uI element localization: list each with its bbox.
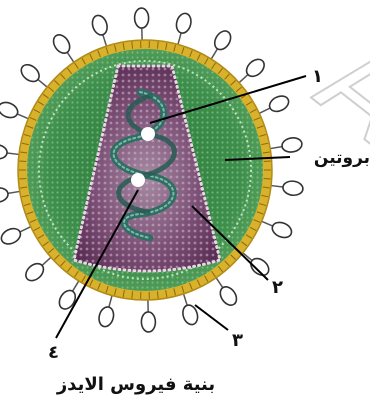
watermark-letter: A bbox=[292, 10, 370, 170]
spike-head bbox=[0, 187, 9, 204]
spike-stem bbox=[178, 33, 181, 45]
spike-stem bbox=[271, 186, 283, 187]
spike-stem bbox=[67, 52, 74, 62]
spike-stem bbox=[17, 114, 28, 119]
spike-stem bbox=[262, 221, 273, 226]
spike-stem bbox=[184, 294, 188, 305]
spike-stem bbox=[38, 79, 47, 87]
spike-stem bbox=[8, 191, 20, 193]
spike-head bbox=[0, 100, 20, 121]
spike-head bbox=[134, 8, 148, 28]
reverse-transcriptase-lower bbox=[131, 173, 145, 187]
spike-head bbox=[217, 284, 240, 308]
spike-stem bbox=[270, 147, 282, 149]
spike-stem bbox=[239, 75, 248, 83]
diagram-caption: بنية فيروس الايدز bbox=[56, 374, 215, 395]
spike-head bbox=[141, 312, 155, 332]
spike-head bbox=[174, 12, 193, 35]
spike-head bbox=[0, 226, 23, 247]
label-4: ٤ bbox=[48, 342, 59, 363]
spike-stem bbox=[109, 296, 112, 308]
spike-head bbox=[281, 136, 303, 153]
spike-stem bbox=[7, 153, 19, 154]
reverse-transcriptase-upper bbox=[141, 127, 155, 141]
spike-head bbox=[50, 32, 73, 56]
label-protein: بروتين bbox=[314, 148, 370, 168]
spike-stem bbox=[216, 278, 223, 288]
label-1: ١ bbox=[312, 66, 323, 87]
spike-stem bbox=[211, 49, 217, 59]
spike-head bbox=[18, 61, 42, 85]
spike-stem bbox=[259, 108, 270, 113]
spike-head bbox=[211, 28, 233, 52]
spike-head bbox=[267, 93, 291, 114]
spike-stem bbox=[20, 227, 31, 232]
spike-stem bbox=[73, 281, 79, 291]
spike-head bbox=[56, 288, 78, 312]
spike-head bbox=[0, 144, 8, 160]
label-2: ٢ bbox=[272, 277, 283, 298]
spike-head bbox=[97, 305, 116, 328]
pointer-line-3 bbox=[195, 305, 228, 330]
spike-head bbox=[270, 220, 294, 241]
spike-head bbox=[248, 255, 272, 279]
label-3: ٣ bbox=[232, 330, 243, 351]
spike-stem bbox=[42, 257, 51, 265]
spike-stem bbox=[103, 35, 107, 46]
spike-head bbox=[90, 14, 109, 37]
spike-head bbox=[282, 180, 304, 196]
